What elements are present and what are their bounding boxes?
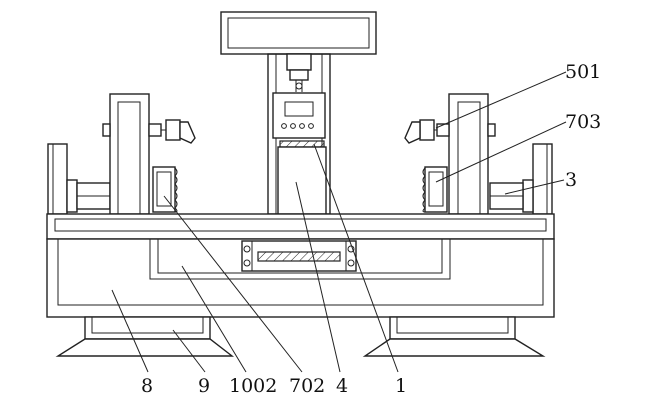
button-2 xyxy=(290,123,296,129)
label-8: 8 xyxy=(141,375,153,397)
right-leg xyxy=(362,316,546,357)
label-4: 4 xyxy=(336,375,348,397)
label-1: 1 xyxy=(395,375,407,397)
button-3 xyxy=(299,123,305,129)
display-screen xyxy=(284,101,314,117)
press-plate xyxy=(279,140,325,148)
button-1 xyxy=(281,123,287,129)
label-702: 702 xyxy=(289,375,325,397)
right-clamp-assembly xyxy=(404,93,553,215)
label-501: 501 xyxy=(565,61,601,83)
worktable xyxy=(46,213,555,240)
label-703: 703 xyxy=(565,111,601,133)
label-3: 3 xyxy=(565,169,577,191)
button-4 xyxy=(308,123,314,129)
left-clamp-assembly xyxy=(47,93,196,215)
press-cylinder xyxy=(286,53,312,92)
label-1002: 1002 xyxy=(229,375,277,397)
top-crossbeam xyxy=(220,11,377,55)
left-leg xyxy=(55,316,235,357)
adjustment-slot xyxy=(241,240,357,272)
label-9: 9 xyxy=(198,375,210,397)
control-box xyxy=(272,92,326,139)
leader-lines xyxy=(111,71,567,373)
